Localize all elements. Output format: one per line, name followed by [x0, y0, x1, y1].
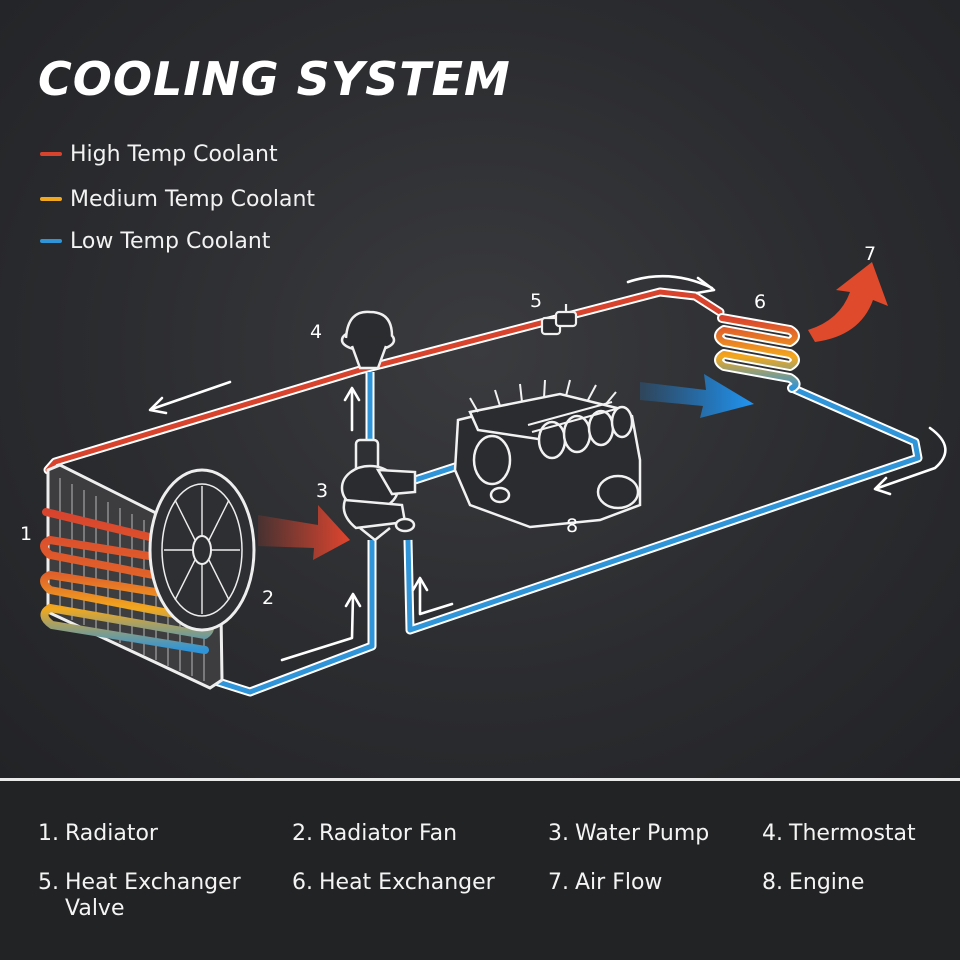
- legend-label: Medium Temp Coolant: [70, 186, 316, 212]
- legend-label: Low Temp Coolant: [70, 228, 271, 254]
- label-engine-number: 8: [566, 515, 578, 537]
- key-label: Engine: [789, 870, 865, 895]
- thermostat: [340, 310, 396, 370]
- flow-arrow-thermostat-up: [343, 386, 361, 432]
- label-valve-number: 5: [530, 290, 542, 312]
- key-label: Air Flow: [575, 870, 663, 895]
- airflow-arrow-exhaust: [808, 262, 888, 342]
- flow-arrows: [148, 274, 947, 662]
- flow-arrow-return-up: [411, 576, 454, 616]
- flow-arrow-right-turn: [873, 426, 947, 496]
- key-item-engine: 8. Engine: [762, 870, 864, 896]
- key-number: 1.: [38, 821, 59, 846]
- legend-swatch-yellow: [40, 197, 62, 201]
- key-number: 4.: [762, 821, 783, 846]
- key-label: Thermostat: [789, 821, 916, 846]
- component-key: 1. Radiator 2. Radiator Fan 3. Water Pum…: [0, 781, 960, 960]
- key-number: 7.: [548, 870, 569, 895]
- key-label: Water Pump: [575, 821, 710, 846]
- flow-arrow-pump-up: [280, 592, 362, 662]
- label-radiator-number: 1: [20, 523, 32, 545]
- legend-label: High Temp Coolant: [70, 141, 278, 167]
- legend-item-medium-temp: Medium Temp Coolant: [40, 184, 315, 214]
- legend-swatch-blue: [40, 239, 62, 243]
- diagram-title: COOLING SYSTEM: [38, 52, 511, 106]
- key-item-radiator: 1. Radiator: [38, 821, 158, 847]
- cooling-system-diagram: 1 2 3 4 5 6 7 8: [20, 243, 947, 697]
- key-number: 8.: [762, 870, 783, 895]
- key-number: 2.: [292, 821, 313, 846]
- key-item-water-pump: 3. Water Pump: [548, 821, 709, 847]
- key-item-heat-exchanger-valve: 5. Heat Exchanger Valve: [38, 870, 265, 922]
- legend-swatch-red: [40, 152, 62, 156]
- key-item-heat-exchanger: 6. Heat Exchanger: [292, 870, 495, 896]
- section-divider: [0, 778, 960, 781]
- label-airflow-number: 7: [864, 243, 876, 265]
- key-item-radiator-fan: 2. Radiator Fan: [292, 821, 457, 847]
- airflow-arrow-fan: [258, 505, 350, 560]
- flow-arrow-top-left: [148, 380, 232, 415]
- label-fan-number: 2: [262, 587, 274, 609]
- label-exchanger-number: 6: [754, 291, 766, 313]
- key-label: Heat Exchanger: [319, 870, 495, 895]
- label-thermostat-number: 4: [310, 321, 322, 343]
- flow-arrow-top-right: [626, 274, 716, 295]
- pipe-network: [43, 287, 923, 697]
- legend-item-low-temp: Low Temp Coolant: [40, 226, 270, 256]
- heat-exchanger-valve: [540, 304, 578, 336]
- key-item-thermostat: 4. Thermostat: [762, 821, 916, 847]
- key-item-air-flow: 7. Air Flow: [548, 870, 662, 896]
- key-label: Radiator Fan: [319, 821, 458, 846]
- label-pump-number: 3: [316, 480, 328, 502]
- airflow-arrow-cold: [640, 374, 754, 418]
- engine: [453, 379, 642, 529]
- key-number: 5.: [38, 870, 59, 895]
- key-label: Radiator: [65, 821, 158, 846]
- key-number: 6.: [292, 870, 313, 895]
- key-number: 3.: [548, 821, 569, 846]
- heat-exchanger: [714, 313, 801, 393]
- water-pump: [340, 438, 417, 542]
- radiator-fan: [148, 468, 256, 632]
- key-label: Heat Exchanger Valve: [65, 870, 241, 921]
- legend-item-high-temp: High Temp Coolant: [40, 139, 278, 169]
